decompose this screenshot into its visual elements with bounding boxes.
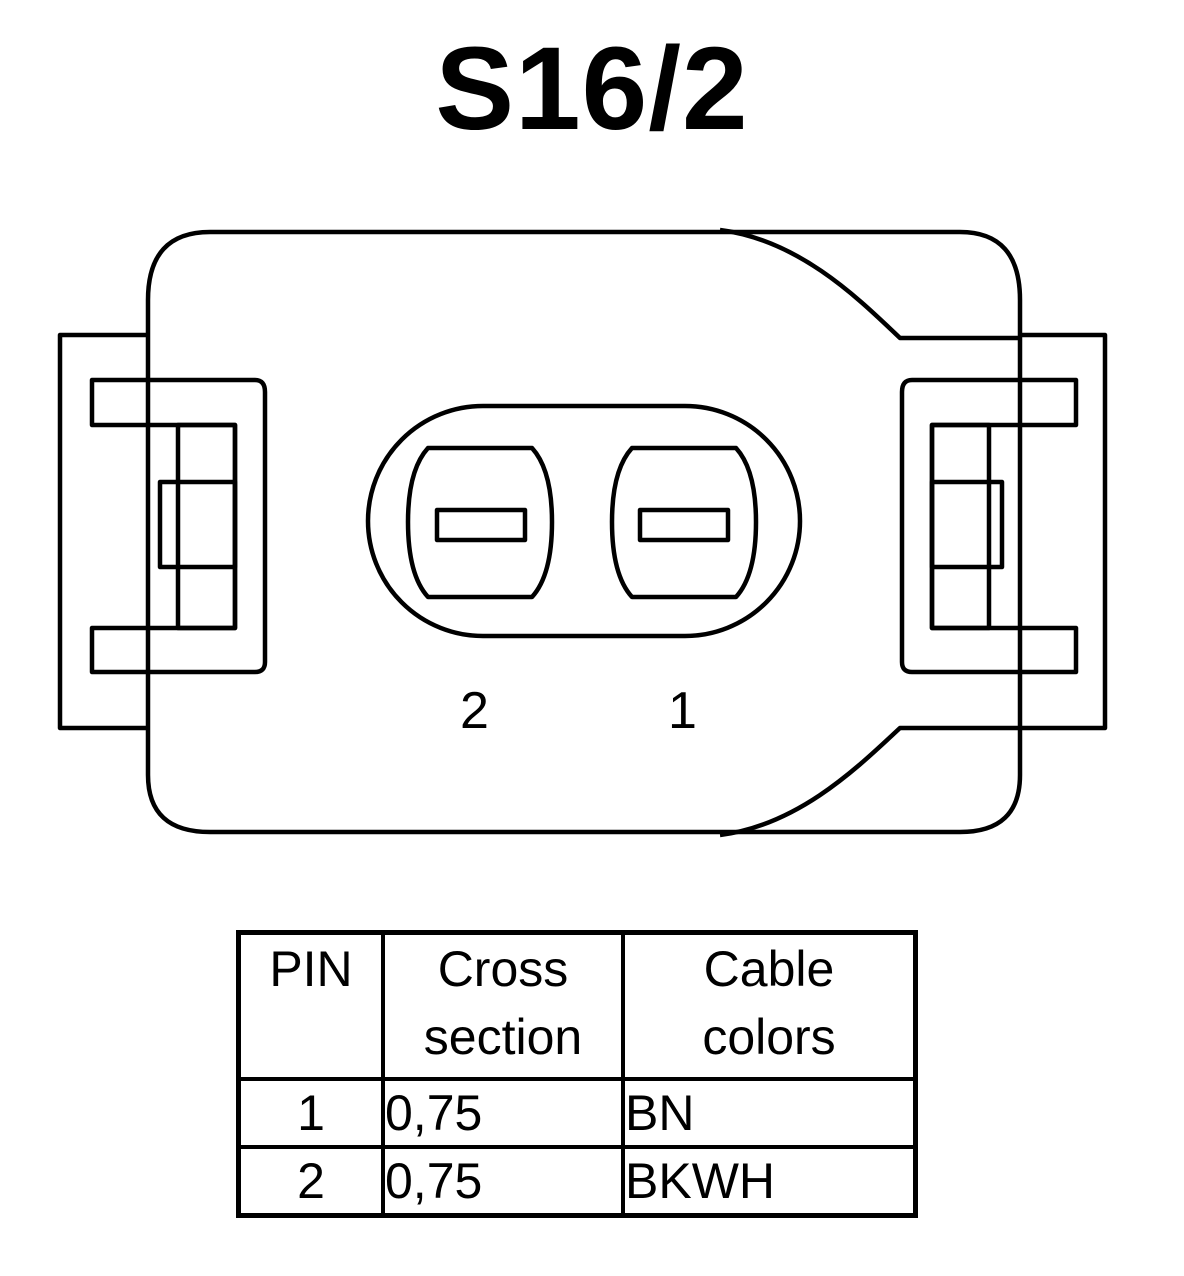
right-latch-bracket [1020, 332, 1108, 731]
right-latch [899, 377, 1079, 675]
connector-title: S16/2 [435, 23, 749, 155]
connector-housing [145, 229, 1023, 835]
pin-1-label: 1 [668, 682, 697, 740]
left-latch-bracket [57, 332, 148, 731]
header-cable-colors: Cable colors [621, 930, 918, 1081]
cell-pin: 2 [236, 1145, 385, 1218]
table-header-row: PIN Cross section Cable colors [236, 930, 918, 1081]
cell-cable-color: BN [621, 1077, 918, 1149]
housing-contour [719, 227, 1020, 341]
pin-2-label: 2 [460, 682, 489, 740]
pin-1-terminal [609, 445, 759, 600]
left-latch [89, 377, 268, 675]
header-cross-section: Cross section [381, 930, 625, 1081]
connector-diagram [57, 227, 1108, 838]
pin-2-terminal [405, 445, 555, 600]
header-pin: PIN [236, 930, 385, 1081]
table-row: 1 0,75 BN [236, 1077, 918, 1149]
cell-pin: 1 [236, 1077, 385, 1149]
cell-cross-section: 0,75 [381, 1077, 625, 1149]
table-row: 2 0,75 BKWH [236, 1145, 918, 1218]
cell-cable-color: BKWH [621, 1145, 918, 1218]
pin-socket-oval [365, 403, 803, 639]
pin-assignment-table: PIN Cross section Cable colors 1 0,75 BN… [236, 930, 918, 1218]
cell-cross-section: 0,75 [381, 1145, 625, 1218]
